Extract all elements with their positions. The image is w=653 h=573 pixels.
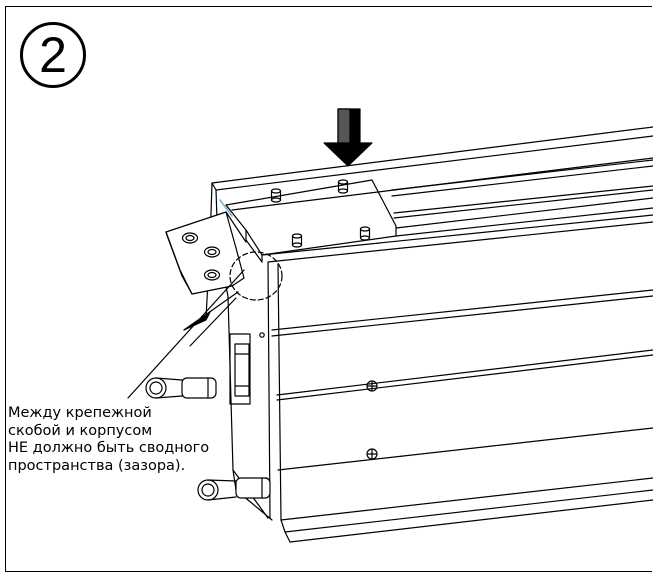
side-bolt-lower	[197, 477, 271, 501]
side-bolt-upper	[145, 377, 217, 399]
fixing-bracket	[165, 199, 247, 295]
gap-warning-caption: Между крепежной скобой и корпусом НЕ дол…	[8, 405, 253, 475]
cross-screw-icon	[366, 448, 378, 460]
step-number: 2	[39, 27, 67, 83]
cross-screw-icon	[366, 380, 378, 392]
leader-lines	[127, 269, 245, 399]
down-arrow-icon	[323, 108, 373, 167]
caption-line: НЕ должно быть сводного	[8, 440, 210, 456]
mounting-plate	[225, 179, 397, 263]
caption-line: пространства (зазора).	[8, 457, 186, 474]
panel-frame	[5, 6, 652, 572]
housing-top	[211, 126, 653, 263]
gap-highlight	[219, 199, 233, 217]
caption-line: Между крепежной	[8, 405, 152, 421]
mounting-pins	[270, 179, 371, 248]
step-number-badge: 2	[20, 22, 86, 88]
housing-front	[267, 261, 653, 543]
detail-circle	[229, 251, 283, 301]
caption-line: скобой и корпусом	[8, 422, 153, 439]
